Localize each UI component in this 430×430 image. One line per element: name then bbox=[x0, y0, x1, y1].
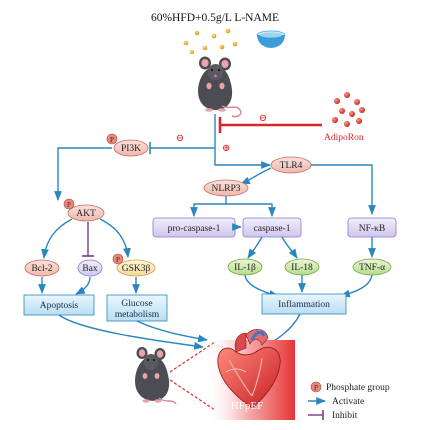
pi3k-label: PI3K bbox=[121, 144, 141, 154]
glucose-label-line1: Glucose bbox=[121, 299, 152, 309]
legend-activate-label: Activate bbox=[332, 397, 364, 407]
adiporon-inhibit-arrow bbox=[218, 117, 322, 133]
bax-label: Bax bbox=[82, 264, 98, 274]
nlrp3-to-caspase-arrow bbox=[226, 203, 276, 217]
pi3k-minus-sign: ⊖ bbox=[176, 133, 184, 144]
mouse-bottom-icon bbox=[135, 347, 177, 405]
svg-text:P: P bbox=[116, 256, 120, 264]
legend: P Phosphate group Activate Inhibit bbox=[308, 381, 390, 421]
il1b-to-inflammation-arrow bbox=[244, 274, 279, 298]
apoptosis-box: Apoptosis bbox=[23, 294, 95, 316]
svg-text:P: P bbox=[314, 384, 318, 392]
caspase-to-il18-arrow bbox=[281, 236, 298, 259]
akt-to-gsk3b-arrow bbox=[99, 218, 131, 258]
water-bowl-icon bbox=[256, 30, 286, 48]
bax-node: Bax bbox=[77, 259, 103, 277]
adiporon-minus-sign: ⊖ bbox=[259, 113, 267, 124]
il1b-node: IL-1β bbox=[227, 258, 263, 276]
tnfa-label: TNF-α bbox=[359, 263, 385, 273]
akt-inhibit-bax-arrow bbox=[82, 222, 94, 257]
apoptosis-to-hfpef-arrow bbox=[58, 314, 204, 350]
hfpef-label: HFpEF bbox=[231, 400, 263, 412]
legend-inhibit-label: Inhibit bbox=[332, 411, 358, 421]
apoptosis-label: Apoptosis bbox=[40, 301, 79, 311]
il1b-label: IL-1β bbox=[234, 263, 256, 273]
bcl2-node: Bcl-2 bbox=[24, 259, 60, 277]
il18-node: IL-18 bbox=[284, 258, 320, 276]
caspase-to-il1b-arrow bbox=[247, 236, 263, 259]
legend-phosphate-label: Phosphate group bbox=[326, 383, 390, 393]
nlrp3-to-procaspase-arrow bbox=[190, 196, 227, 217]
glucose-metabolism-box: Glucose metabolism bbox=[106, 294, 168, 322]
phospho-icon: P bbox=[63, 198, 75, 210]
diet-title: 60%HFD+0.5g/L L-NAME bbox=[151, 12, 279, 24]
adiporon-label: AdipoRon bbox=[324, 133, 364, 143]
bax-to-apoptosis-arrow bbox=[75, 276, 91, 295]
adiporon-molecules-icon bbox=[332, 92, 365, 127]
nfkb-label: NF-κB bbox=[359, 224, 385, 234]
nlrp3-node: NLRP3 bbox=[203, 179, 249, 197]
akt-label: AKT bbox=[76, 209, 96, 219]
inflammation-box: Inflammation bbox=[261, 293, 347, 315]
svg-text:P: P bbox=[110, 136, 114, 144]
gsk3b-node: GSK3β bbox=[116, 259, 156, 277]
tlr4-node: TLR4 bbox=[270, 156, 312, 174]
heart-icon bbox=[217, 329, 281, 409]
legend-phospho-icon: P bbox=[310, 381, 322, 393]
il18-label: IL-18 bbox=[291, 263, 313, 273]
phospho-icon: P bbox=[112, 253, 124, 265]
tnfa-node: TNF-α bbox=[352, 258, 392, 276]
phospho-icon: P bbox=[106, 133, 118, 145]
pro-caspase-label: pro-caspase-1 bbox=[168, 224, 221, 234]
pro-caspase-box: pro-caspase-1 bbox=[152, 217, 236, 238]
gsk3b-label: GSK3β bbox=[122, 264, 151, 274]
food-pellets-icon bbox=[183, 28, 238, 54]
akt-to-bcl2-arrow bbox=[41, 218, 73, 259]
mouse-top-icon bbox=[198, 56, 242, 118]
caspase-box: caspase-1 bbox=[242, 217, 302, 238]
tnfa-to-inflammation-arrow bbox=[340, 274, 373, 298]
legend-inhibit-icon bbox=[308, 410, 324, 420]
tlr4-label: TLR4 bbox=[280, 161, 303, 171]
pi3k-node: PI3K bbox=[113, 139, 149, 157]
pi3k-inhibit-arrow bbox=[149, 142, 215, 154]
tlr4-activate-arrow bbox=[214, 148, 271, 169]
caspase-label: caspase-1 bbox=[254, 224, 291, 234]
tlr4-to-nlrp3-arrow bbox=[240, 167, 272, 185]
bcl2-label: Bcl-2 bbox=[31, 264, 52, 274]
glucose-label-line2: metabolism bbox=[115, 310, 160, 320]
nlrp3-label: NLRP3 bbox=[211, 184, 240, 194]
tlr4-plus-sign: ⊕ bbox=[222, 143, 230, 154]
nfkb-box: NF-κB bbox=[347, 217, 397, 238]
inflammation-label: Inflammation bbox=[278, 299, 330, 310]
svg-text:P: P bbox=[67, 201, 71, 209]
akt-node: AKT bbox=[67, 204, 105, 222]
tlr4-to-nfkb-arrow bbox=[311, 164, 376, 215]
glucose-to-hfpef-arrow bbox=[136, 320, 208, 343]
pi3k-to-akt-arrow bbox=[54, 147, 112, 201]
